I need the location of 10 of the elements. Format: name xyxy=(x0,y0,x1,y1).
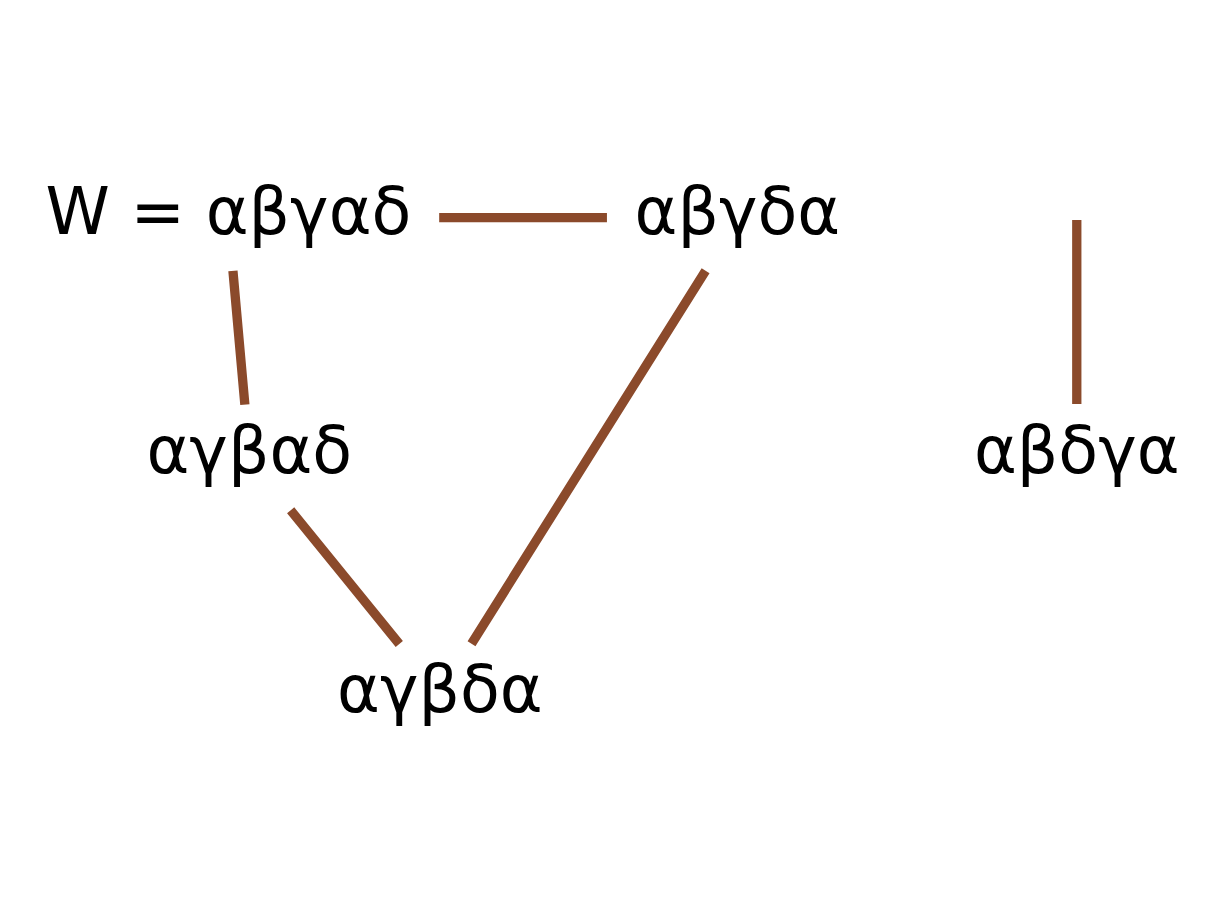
connector xyxy=(287,507,403,647)
node-text: αγβδα xyxy=(337,652,543,728)
connector xyxy=(439,212,607,223)
node-text: αγβαδ xyxy=(146,413,353,489)
node-text: W = αβγαδ xyxy=(45,173,412,249)
connector xyxy=(228,270,250,406)
connector xyxy=(1072,220,1082,404)
connector xyxy=(467,268,710,647)
node-text: αβδγα xyxy=(973,413,1180,489)
node-text: αβγδα xyxy=(634,173,841,249)
